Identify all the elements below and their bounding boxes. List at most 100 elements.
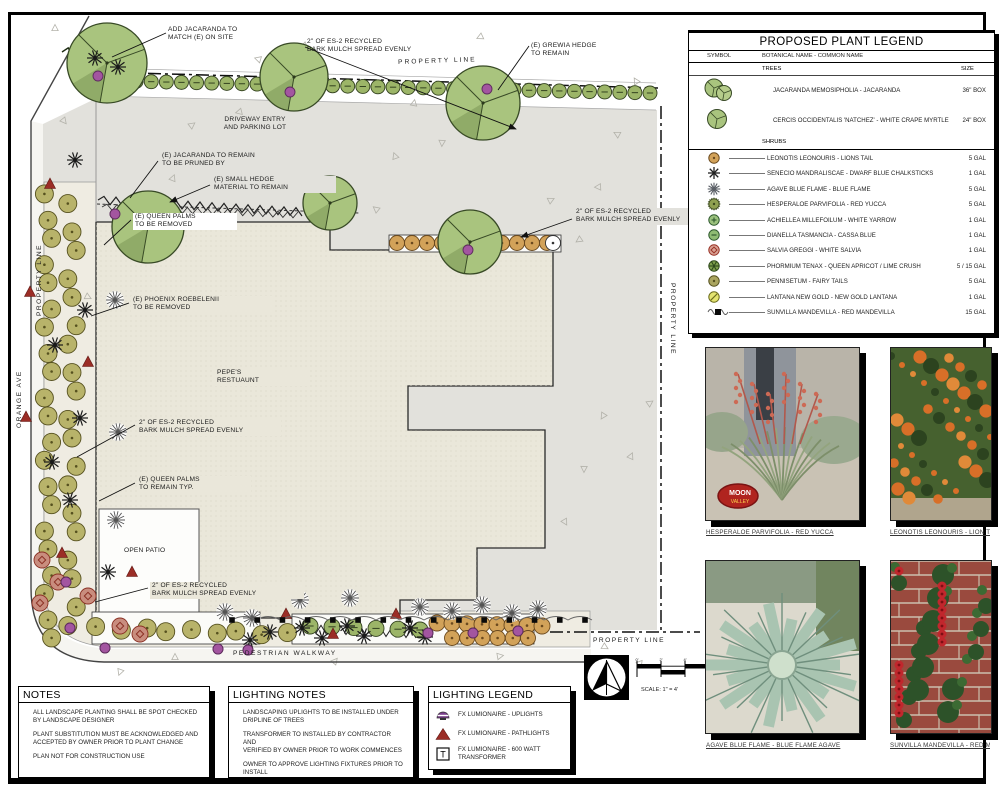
shrub-name: ACHIELLEA MILLEFOILUM - WHITE YARROW — [767, 216, 897, 224]
tree-size: 24" BOX — [962, 117, 986, 124]
plan-annotation: (E) JACARANDA TO REMAIN TO BE PRUNED BY — [160, 152, 314, 169]
paving-texture-triangle — [234, 107, 243, 116]
trees-header: TREES — [762, 66, 782, 72]
paving-texture-triangle — [187, 122, 196, 130]
svg-text:4': 4' — [684, 658, 687, 662]
uplight-plant-symbol — [99, 642, 111, 654]
olive-plant-symbol — [42, 495, 62, 515]
uplight-plant-symbol — [109, 208, 121, 220]
property-line — [99, 71, 659, 89]
hedge-plant-symbol — [597, 84, 613, 100]
shrub-size: 5 GAL — [968, 201, 986, 209]
hedge-plant-symbol — [143, 74, 159, 90]
tree-symbol — [437, 209, 503, 275]
salvia-plant-symbol — [31, 594, 49, 612]
white-plant-symbol — [545, 235, 561, 251]
pathlight-symbol — [82, 355, 94, 367]
paving-texture-triangle — [626, 452, 634, 461]
annotation-leader-line — [76, 424, 136, 458]
olive-plant-symbol — [42, 228, 62, 248]
uplight-plant-symbol — [284, 86, 296, 98]
mandevilla-square-symbol — [304, 617, 311, 623]
mandevilla-square-symbol — [254, 617, 261, 623]
olive-plant-symbol — [38, 210, 58, 230]
lighting-legend-item: T FX LUMIONAIRE - 600 WATT TRANSFORMER — [435, 746, 564, 762]
olive-plant-symbol — [277, 623, 297, 643]
photo-caption: AGAVE BLUE FLAME - BLUE FLAME AGAVE — [706, 742, 841, 749]
shrub-name: LANTANA NEW GOLD - NEW GOLD LANTANA — [767, 293, 898, 301]
paving-texture-triangle — [168, 173, 176, 183]
note-item: TRANSFORMER TO INSTALLED BY CONTRACTOR A… — [243, 731, 402, 755]
hedge-plant-symbol — [389, 620, 407, 638]
shrub-name: SUNVILLA MANDEVILLA - RED MANDEVILLA — [767, 308, 895, 316]
uplight-plant-symbol — [242, 644, 254, 656]
uplight-plant-symbol — [512, 625, 524, 637]
paving-texture-triangle — [372, 206, 381, 214]
annotation-leader-line — [304, 46, 517, 130]
olive-plant-symbol — [38, 610, 58, 630]
legend-leader-line — [729, 311, 765, 313]
note-item: LANDSCAPING UPLIGHTS TO BE INSTALLED UND… — [243, 709, 399, 725]
lighting-item-label: FX LUMIONAIRE - 600 WATT TRANSFORMER — [458, 746, 541, 761]
salvia-legend-icon — [708, 244, 720, 257]
legend-shrub-row: SENECIO MANDRALISCAE - DWARF BLUE CHALKS… — [689, 165, 994, 180]
olive-plant-symbol — [182, 620, 201, 640]
olive-plant-symbol — [156, 622, 176, 642]
shrub-name: LEONOTIS LEONOURIS - LIONS TAIL — [767, 155, 874, 162]
dark-star-plant — [402, 620, 418, 636]
shrubs-header: SHRUBS — [762, 139, 787, 145]
dian-legend-icon — [708, 229, 720, 241]
lighting-legend-title: LIGHTING LEGEND — [429, 687, 570, 703]
shrub-size: 1 GAL — [968, 247, 986, 255]
transformer-legend-icon: T — [436, 747, 450, 761]
paving-texture-triangle — [51, 23, 59, 31]
plan-annotation: PEPE'S RESTUAUNT — [215, 369, 309, 386]
phorm-legend-icon — [708, 260, 720, 272]
olive-plant-symbol — [34, 388, 54, 408]
hedge-plant-symbol — [385, 79, 401, 95]
paving-texture-triangle — [83, 292, 92, 300]
olive-plant-symbol — [62, 222, 82, 242]
olive-plant-symbol — [66, 456, 86, 476]
hedge-plant-symbol — [627, 85, 643, 101]
pathlight-legend-icon — [435, 727, 451, 740]
paving-texture-triangle — [409, 98, 418, 107]
olive-plant-symbol — [34, 184, 54, 204]
shrub-name: DIANELLA TASMANCIA - CASSA BLUE — [767, 231, 876, 239]
hedge-plant-symbol — [582, 84, 597, 100]
olive-plant-symbol — [66, 316, 86, 336]
note-item: PLANT SUBSTITUTION MUST BE ACKNOWLEDGED … — [33, 731, 199, 747]
olive-plant-symbol — [62, 428, 82, 448]
annotation-leader-line — [98, 482, 136, 502]
tree-size: 36" BOX — [962, 87, 986, 94]
photo-lion-tail — [890, 347, 992, 521]
paving-texture-triangle — [600, 642, 609, 650]
dark-star-plant — [356, 628, 372, 644]
paving-texture-triangle — [613, 131, 622, 139]
photo-blue-flame-agave — [705, 560, 860, 734]
shrub-size: 5 GAL — [968, 155, 986, 162]
olive-plant-symbol — [62, 287, 82, 307]
paving-texture-triangle — [600, 411, 608, 420]
olive-plant-symbol — [58, 334, 78, 354]
mandevilla-square-symbol — [229, 617, 235, 623]
shrub-size: 1 GAL — [968, 216, 986, 224]
plan-annotation: (E) PHOENIX ROEBELENII TO BE REMOVED — [131, 296, 275, 313]
mandevilla-square-symbol — [405, 617, 412, 623]
note-item: ALL LANDSCAPE PLANTING SHALL BE SPOT CHE… — [33, 709, 198, 725]
paving-texture-triangle — [171, 652, 179, 660]
dark-star-plant — [110, 59, 126, 75]
olive-plant-symbol — [58, 410, 78, 429]
dark-star-plant — [314, 630, 330, 646]
svg-text:T: T — [440, 750, 446, 760]
pathlight-symbol — [56, 546, 68, 558]
plan-annotation: (E) QUEEN PALMS TO REMAIN TYP. — [137, 476, 251, 493]
plant-legend: PROPOSED PLANT LEGEND SYMBOL BOTANICAL N… — [688, 30, 995, 334]
white-star-plant — [411, 597, 429, 617]
olive-plant-symbol — [34, 317, 54, 337]
legend-leader-line — [729, 281, 765, 283]
svg-text:2': 2' — [660, 658, 663, 662]
